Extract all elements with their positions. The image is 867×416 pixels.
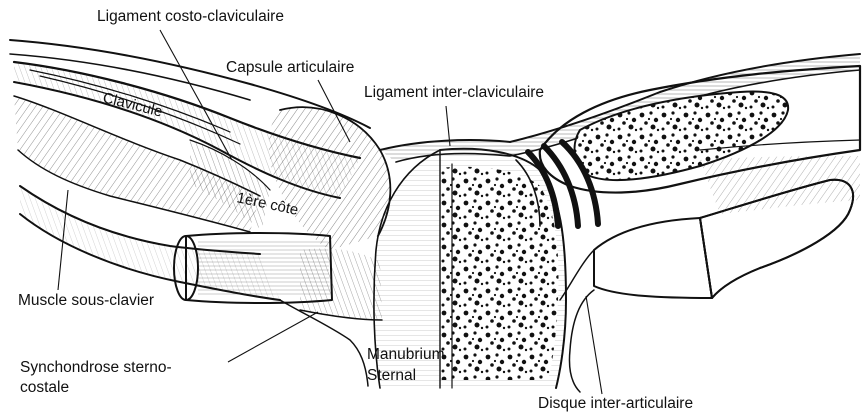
label-text-ligament-costo-claviculaire: Ligament costo-claviculaire: [97, 8, 284, 25]
capsule-articulaire: [269, 107, 391, 250]
label-text-manubrium: Manubrium: [367, 346, 445, 363]
leader-synchondrose: [228, 312, 318, 362]
leader-ligament-costo-claviculaire: [160, 30, 232, 160]
label-text-synchondrose-line2: costale: [20, 379, 69, 396]
label-synchondrose: Synchondrose sterno- costale: [20, 312, 318, 396]
premiere-cote-droite: [560, 180, 853, 392]
label-text-synchondrose-line1: Synchondrose sterno-: [20, 359, 172, 376]
label-text-disque-inter-articulaire: Disque inter-articulaire: [538, 395, 693, 412]
leader-disque-inter-articulaire: [586, 296, 602, 394]
label-text-sternal: Sternal: [367, 367, 416, 384]
label-text-ligament-inter-claviculaire: Ligament inter-claviculaire: [364, 84, 544, 101]
label-text-muscle-sous-clavier: Muscle sous-clavier: [18, 292, 154, 309]
label-ligament-inter-claviculaire: Ligament inter-claviculaire: [364, 84, 544, 146]
label-text-capsule-articulaire: Capsule articulaire: [226, 59, 354, 76]
